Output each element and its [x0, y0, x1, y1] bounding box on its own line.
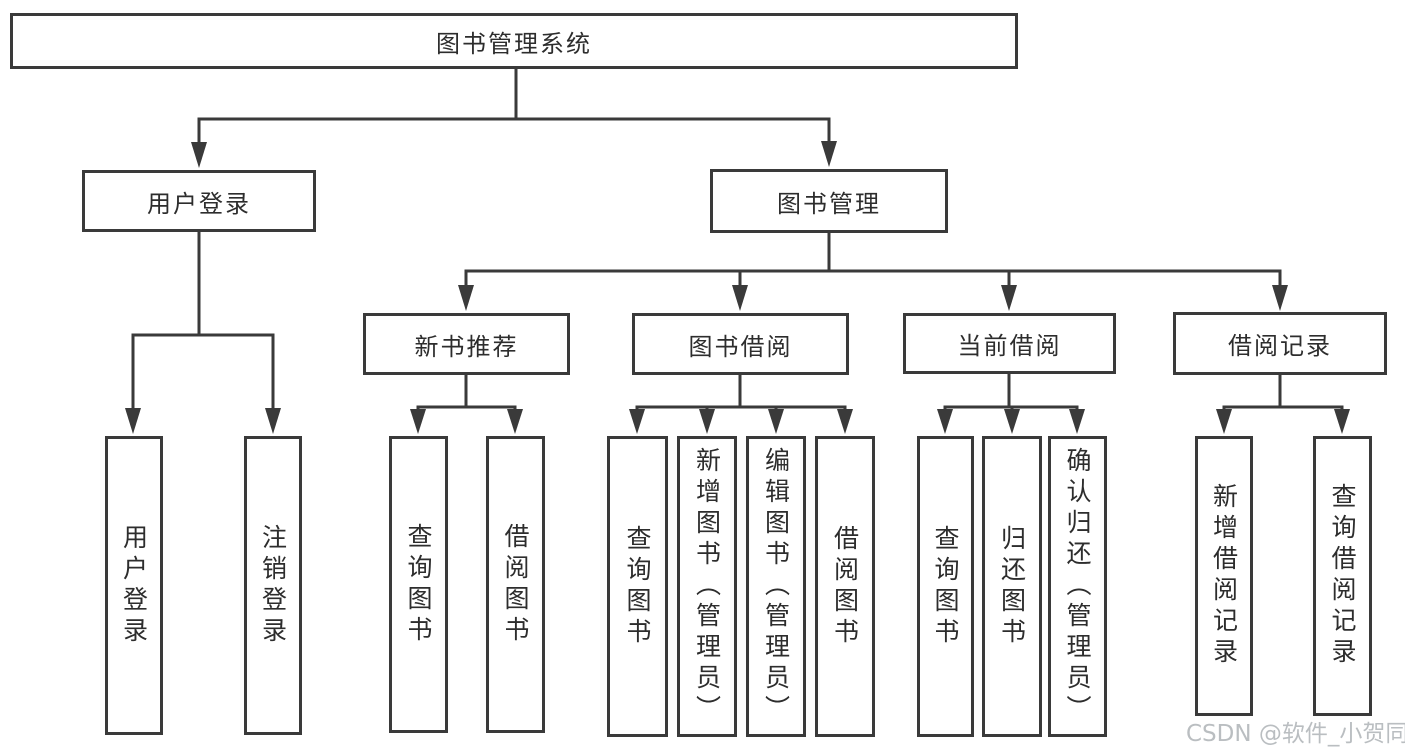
- node-query-books-borrow: 查询图书: [607, 436, 668, 737]
- node-book-borrow: 图书借阅: [632, 313, 849, 375]
- node-query-borrow-record: 查询借阅记录: [1313, 436, 1372, 716]
- node-edit-book-admin: 编辑图书（管理员）: [746, 436, 806, 737]
- node-borrow-books-recommend: 借阅图书: [486, 436, 545, 733]
- connector-root-to-level2: [191, 67, 837, 168]
- node-query-books-current: 查询图书: [917, 436, 974, 737]
- connector-current-borrow-to-children: [937, 372, 1085, 434]
- node-borrow-books-action: 借阅图书: [815, 436, 875, 737]
- node-query-books-recommend: 查询图书: [389, 436, 448, 733]
- node-borrow-record: 借阅记录: [1173, 312, 1387, 375]
- connector-book-management-to-level3: [458, 231, 1288, 311]
- csdn-watermark: CSDN @软件_小贺同学: [1186, 721, 1405, 747]
- connector-new-book-to-children: [410, 372, 523, 434]
- node-current-borrow: 当前借阅: [903, 313, 1116, 374]
- node-confirm-return-admin: 确认归还（管理员）: [1048, 436, 1107, 737]
- node-add-borrow-record: 新增借阅记录: [1195, 436, 1253, 716]
- node-logout-action: 注销登录: [244, 436, 302, 735]
- node-system-root: 图书管理系统: [10, 13, 1018, 69]
- node-add-book-admin: 新增图书（管理员）: [677, 436, 737, 737]
- node-new-book-recommend: 新书推荐: [363, 313, 570, 375]
- connector-user-login-to-children: [125, 230, 281, 434]
- node-user-login-action: 用户登录: [105, 436, 163, 735]
- node-user-login: 用户登录: [82, 170, 316, 232]
- connector-borrow-record-to-children: [1216, 373, 1350, 434]
- connector-book-borrow-to-children: [629, 373, 853, 434]
- node-book-management: 图书管理: [710, 169, 948, 233]
- node-return-books: 归还图书: [982, 436, 1042, 737]
